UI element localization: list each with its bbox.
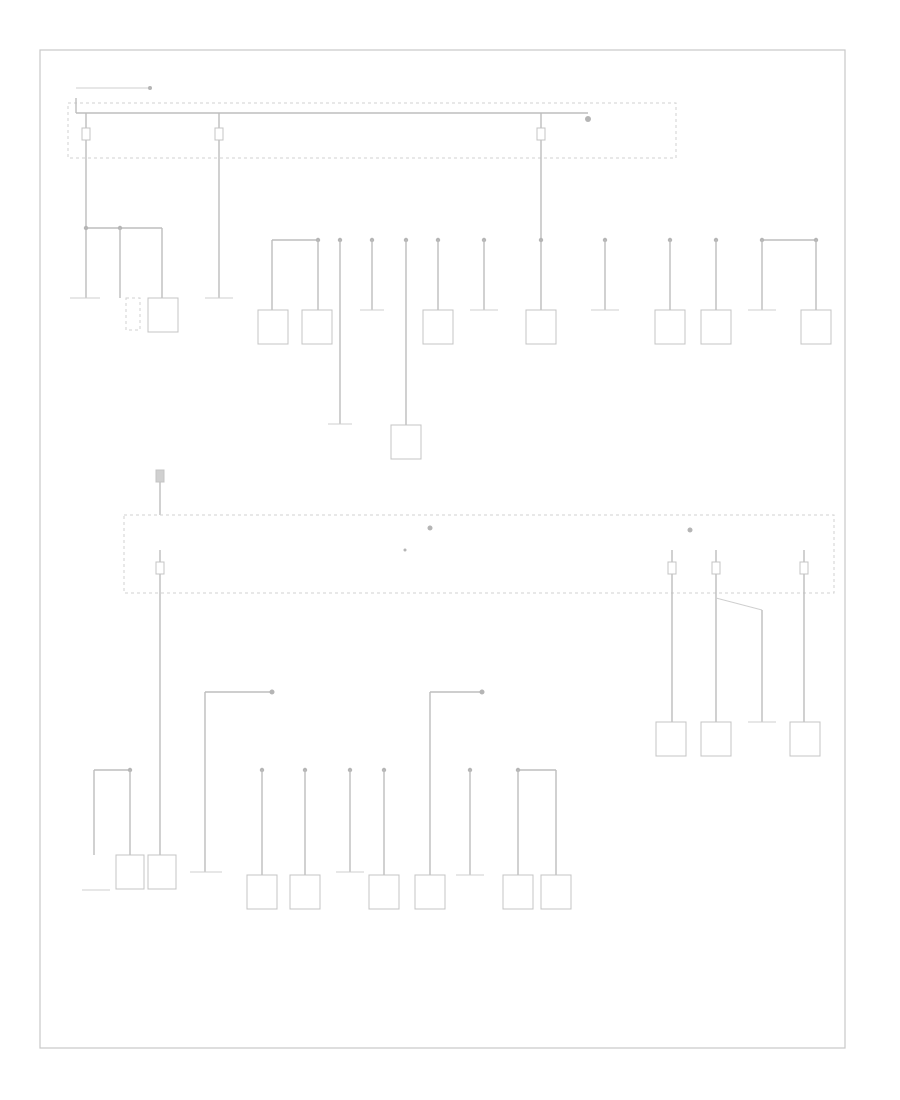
upper-fuse-3 [536,113,546,158]
component-outline-a [125,297,141,331]
upper-fuse-box-outline [67,102,677,159]
lower-fuse-box-outline [123,514,835,594]
lower-fuse-1 [155,550,165,593]
upper-bus-connector-right [585,116,591,122]
mid-connector [155,469,165,515]
upper-fuse-1 [81,113,91,158]
lower-left-group [82,593,572,910]
component-body-a [147,297,179,333]
branch-left-group [70,158,179,333]
lower-right-group [655,593,821,757]
upper-fuse-box [67,86,677,159]
upper-bus-connector [148,86,152,90]
diagram-frame [39,49,846,1049]
upper-fuse-2 [214,113,224,158]
lower-fuse-4 [799,550,809,593]
lower-fuse-2 [667,550,677,593]
lower-fuse-3 [711,550,721,593]
middle-components-group [257,158,832,460]
lower-fuse-box [123,514,835,594]
branch-fuse2-group [205,158,233,299]
